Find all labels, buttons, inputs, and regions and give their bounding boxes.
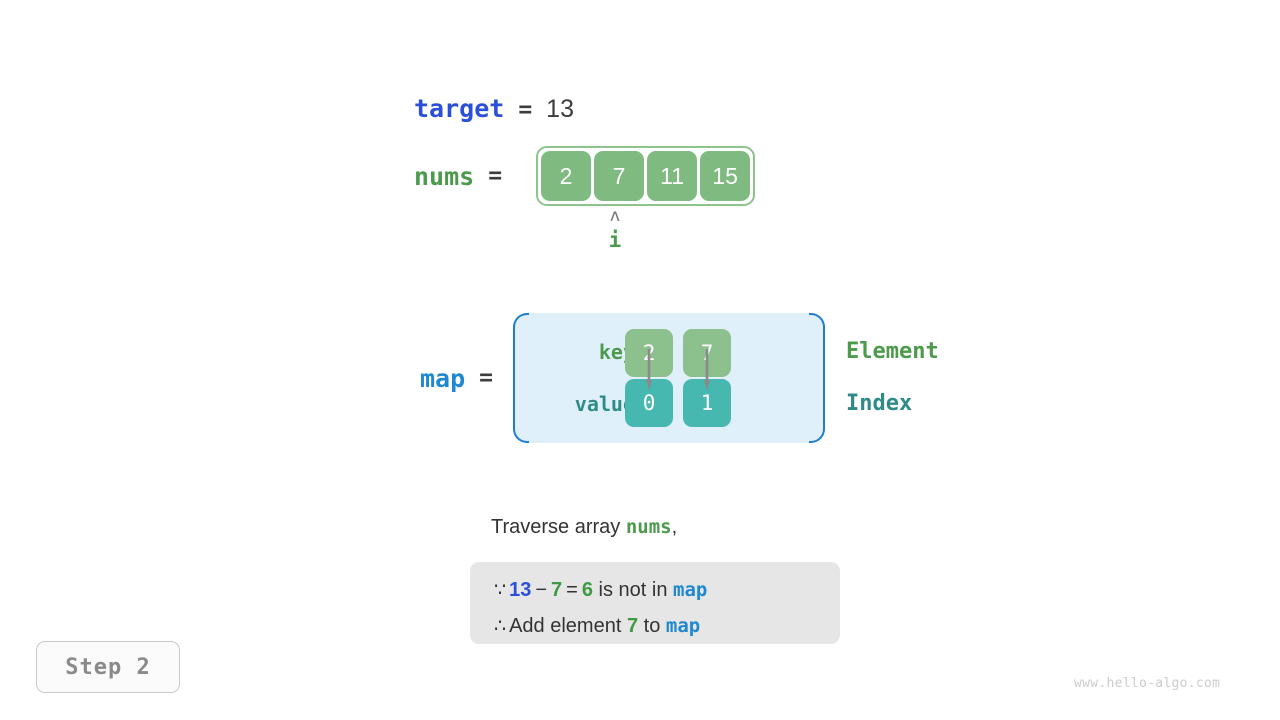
- explanation-line-1-text: is not in: [598, 579, 668, 601]
- map-entry: 7 1: [683, 329, 732, 427]
- target-equals-sign: =: [518, 97, 533, 123]
- nums-equals-sign: =: [488, 163, 503, 189]
- explanation-box: ∵13−7=6 is not in map ∴Add element 7 to …: [470, 562, 840, 644]
- explanation-equals-operator: =: [566, 579, 578, 601]
- map-key-row-label: key: [598, 340, 636, 364]
- map-row-labels: key value: [545, 313, 635, 443]
- caption-prefix: Traverse array: [491, 516, 626, 538]
- explanation-line-1: ∵13−7=6 is not in map: [494, 572, 840, 608]
- explanation-line-2-text-before: Add element: [509, 615, 622, 637]
- map-value-row-label: value: [574, 392, 636, 416]
- explanation-added-value: 7: [626, 615, 639, 637]
- caption-text: Traverse array nums,: [491, 516, 677, 539]
- explanation-line-2: ∴Add element 7 to map: [494, 608, 840, 644]
- caption-suffix: ,: [671, 516, 678, 538]
- target-value: 13: [546, 95, 574, 123]
- map-value-cell: 1: [683, 379, 732, 427]
- explanation-map-keyword: map: [665, 615, 701, 637]
- index-pointer: ʌ i: [589, 207, 641, 255]
- array-cell: 2: [541, 151, 592, 201]
- right-bracket-icon: [809, 313, 826, 443]
- index-pointer-label: i: [608, 228, 622, 252]
- target-variable-name: target: [414, 94, 505, 123]
- map-declaration: map = key value 2 0 7 1: [420, 313, 826, 443]
- map-equals-sign: =: [479, 365, 494, 391]
- caret-up-icon: ʌ: [609, 206, 621, 226]
- nums-declaration: nums = 2 7 11 15: [414, 146, 756, 206]
- map-key-cell: 7: [683, 329, 732, 377]
- because-symbol-icon: ∵: [494, 580, 507, 601]
- step-badge: Step 2: [36, 641, 180, 693]
- map-container: key value 2 0 7 1: [513, 313, 826, 443]
- map-legend: Element Index: [846, 313, 939, 443]
- map-entry: 2 0: [625, 329, 674, 427]
- nums-variable-name: nums: [414, 161, 475, 191]
- explanation-map-keyword: map: [673, 579, 708, 601]
- array-cell: 7: [594, 151, 645, 201]
- target-declaration: target = 13: [414, 94, 574, 124]
- explanation-operand-a: 13: [509, 579, 532, 601]
- map-variable-name: map: [420, 363, 466, 393]
- left-bracket-icon: [513, 313, 530, 443]
- explanation-operand-b: 7: [551, 579, 563, 601]
- explanation-result: 6: [581, 579, 593, 601]
- map-key-cell: 2: [625, 329, 674, 377]
- explanation-line-2-text-mid: to: [643, 615, 661, 637]
- caption-keyword-nums: nums: [625, 516, 672, 538]
- legend-element-label: Element: [846, 339, 939, 364]
- array-cell: 15: [700, 151, 751, 201]
- legend-index-label: Index: [846, 391, 913, 416]
- map-entry-columns: 2 0 7 1: [625, 313, 732, 443]
- nums-array-container: 2 7 11 15: [536, 146, 756, 206]
- explanation-minus-operator: −: [535, 579, 548, 601]
- watermark: www.hello-algo.com: [1074, 676, 1221, 691]
- therefore-symbol-icon: ∴: [494, 616, 507, 637]
- array-cell: 11: [647, 151, 698, 201]
- map-value-cell: 0: [625, 379, 674, 427]
